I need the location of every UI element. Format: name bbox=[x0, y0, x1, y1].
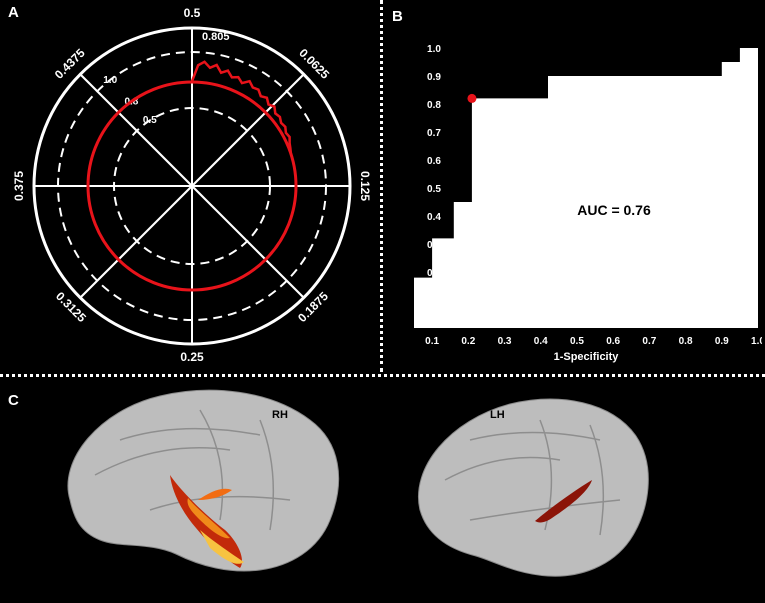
roc-x-tick-label: 0.2 bbox=[461, 336, 475, 347]
left-hemisphere-image bbox=[418, 398, 649, 577]
roc-y-tick-label: 0.6 bbox=[427, 156, 441, 167]
roc-y-tick-label: 0.7 bbox=[427, 128, 441, 139]
roc-y-tick-label: 0.5 bbox=[427, 184, 441, 195]
rh-label: RH bbox=[272, 409, 288, 421]
right-hemisphere-image bbox=[67, 389, 340, 572]
roc-y-tick-label: 0.2 bbox=[427, 268, 441, 279]
vertical-separator bbox=[380, 0, 383, 372]
roc-x-tick-label: 0.4 bbox=[534, 336, 548, 347]
auc-annotation: AUC = 0.76 bbox=[577, 202, 651, 218]
panel-b-label: B bbox=[392, 8, 403, 25]
polar-angle-label: 0.375 bbox=[12, 171, 26, 201]
polar-series-line bbox=[190, 60, 293, 155]
roc-x-tick-label: 0.1 bbox=[425, 336, 439, 347]
roc-x-tick-label: 1.0 bbox=[751, 336, 762, 347]
roc-y-tick-label: 0.3 bbox=[427, 240, 441, 251]
roc-x-tick-label: 0.5 bbox=[570, 336, 584, 347]
roc-x-tick-label: 0.7 bbox=[642, 336, 656, 347]
polar-chart: 0.50.06250.1250.18750.250.31250.3750.437… bbox=[12, 6, 372, 364]
roc-y-tick-label: 0.4 bbox=[427, 212, 441, 223]
roc-chart: 0.1 0.2 0.3 0.4 0.5 0.6 0.7 0.8 0.9 1.0 0.1 0.2 0.3… bbox=[389, 34, 762, 363]
roc-y-tick-label: 0.1 bbox=[427, 296, 441, 307]
roc-under-curve-fill bbox=[414, 34, 758, 328]
roc-x-tick-label: 0.9 bbox=[715, 336, 729, 347]
roc-x-tick-label: 0.3 bbox=[498, 336, 512, 347]
polar-angle-label: 0.25 bbox=[180, 350, 204, 364]
brain-panel: RH LH bbox=[67, 389, 649, 577]
roc-y-tick-label: 0.8 bbox=[427, 100, 441, 111]
polar-peak-annotation: 0.805 bbox=[202, 31, 230, 43]
lh-label: LH bbox=[490, 409, 505, 421]
polar-angle-label: 0.125 bbox=[358, 171, 372, 201]
polar-angle-label: 0.5 bbox=[184, 6, 201, 20]
mean-ring bbox=[86, 80, 298, 292]
roc-x-ticks: 0.1 0.2 0.3 0.4 0.5 0.6 0.7 0.8 0.9 1.0 bbox=[425, 336, 762, 347]
horizontal-separator bbox=[0, 374, 765, 377]
roc-y-tick-label: 0.9 bbox=[427, 72, 441, 83]
panel-c-label: C bbox=[8, 392, 19, 409]
roc-y-axis-label: Sensitivity bbox=[389, 132, 401, 188]
roc-x-axis-label: 1-Specificity bbox=[554, 351, 620, 363]
polar-grid bbox=[32, 26, 352, 346]
roc-x-tick-label: 0.6 bbox=[606, 336, 620, 347]
roc-y-ticks: 0.1 0.2 0.3 0.4 0.5 0.6 0.7 0.8 0.9 1.0 bbox=[427, 44, 441, 307]
panel-a-label: A bbox=[8, 4, 19, 21]
roc-x-tick-label: 0.8 bbox=[679, 336, 693, 347]
roc-point-label: (0.21, 0.82) bbox=[442, 80, 499, 92]
polar-radius-label: 1.0 bbox=[103, 75, 117, 86]
roc-y-tick-label: 1.0 bbox=[427, 44, 441, 55]
roc-optimal-point bbox=[467, 93, 477, 103]
polar-radius-label: 0.5 bbox=[143, 115, 157, 126]
